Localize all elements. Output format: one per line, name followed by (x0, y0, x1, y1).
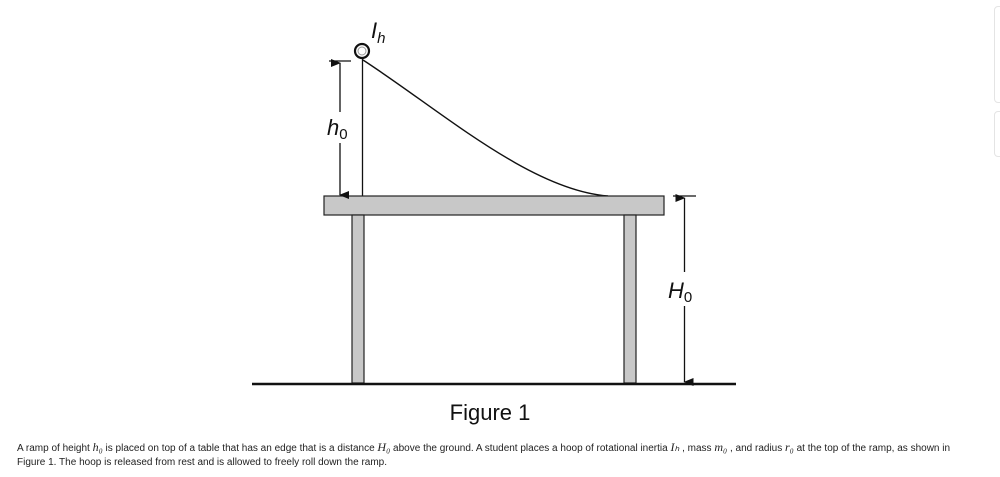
hoop (353, 42, 371, 60)
label-h0: h0 (327, 115, 348, 143)
side-panel-edge[interactable] (994, 6, 1000, 103)
table-leg-left (351, 214, 365, 384)
side-panel-edge[interactable] (994, 111, 1000, 157)
label-Ih: Ih (371, 18, 385, 47)
figure-caption: A ramp of height h₀ is placed on top of … (17, 440, 951, 468)
table-leg-right (623, 214, 637, 384)
ramp-curve (362, 59, 609, 197)
label-H0: H0 (668, 278, 692, 306)
hoop-inner-ring (357, 46, 367, 56)
figure-title: Figure 1 (450, 400, 531, 425)
table-top (323, 195, 665, 216)
